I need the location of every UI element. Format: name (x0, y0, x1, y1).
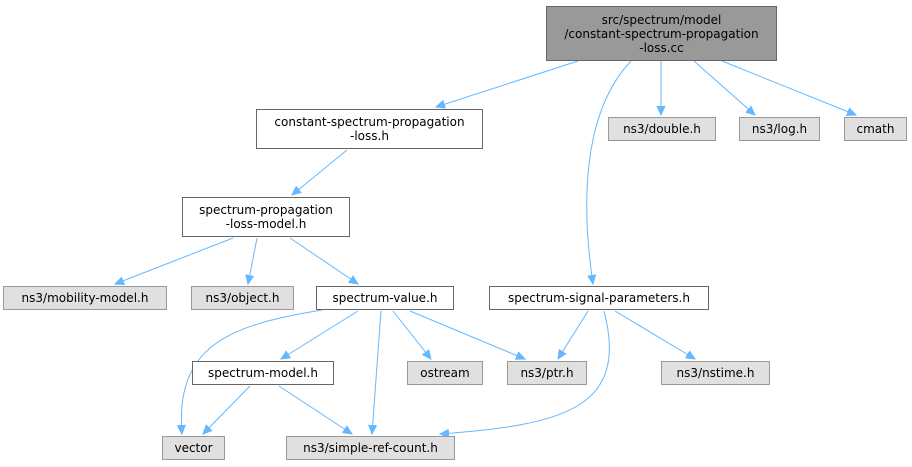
node-ns3-log-h[interactable]: ns3/log.h (739, 117, 820, 141)
edge-root-to-cspl-h (436, 60, 579, 107)
node-ns3-object-h[interactable]: ns3/object.h (191, 286, 294, 310)
edge-sv-h-to-sm-h (281, 310, 359, 359)
edge-sv-h-to-ostream (392, 310, 431, 359)
node-spectrum-signal-parameters-h[interactable]: spectrum-signal-parameters.h (489, 286, 709, 310)
node-vector[interactable]: vector (162, 436, 225, 460)
node-constant-spectrum-propagation-loss-cc[interactable]: src/spectrum/model /constant-spectrum-pr… (546, 6, 777, 61)
edge-root-to-ssp-h (586, 60, 632, 284)
node-ns3-nstime-h[interactable]: ns3/nstime.h (661, 361, 770, 385)
edge-sv-h-to-vector (181, 309, 323, 434)
edge-ssp-h-to-nstime-h (614, 310, 695, 359)
node-spectrum-value-h[interactable]: spectrum-value.h (316, 286, 454, 310)
node-cmath[interactable]: cmath (844, 117, 907, 141)
edge-cspl-h-to-splm-h (292, 149, 348, 195)
edge-sm-h-to-vector (203, 385, 251, 434)
node-ns3-double-h[interactable]: ns3/double.h (608, 117, 716, 141)
edge-root-to-cmath (721, 60, 856, 115)
edge-sv-h-to-ptr-h (409, 310, 525, 359)
node-ostream[interactable]: ostream (407, 361, 483, 385)
node-spectrum-model-h[interactable]: spectrum-model.h (192, 361, 334, 385)
node-ns3-simple-ref-count-h[interactable]: ns3/simple-ref-count.h (286, 436, 455, 460)
edge-ssp-h-to-src-h (440, 310, 610, 434)
edge-splm-h-to-object-h (248, 237, 258, 284)
node-ns3-mobility-model-h[interactable]: ns3/mobility-model.h (3, 286, 167, 310)
node-constant-spectrum-propagation-loss-h[interactable]: constant-spectrum-propagation -loss.h (256, 109, 483, 149)
edge-splm-h-to-mobility-h (115, 237, 234, 284)
edge-root-to-log-h (693, 60, 755, 115)
edge-sv-h-to-src-h (372, 310, 382, 434)
node-ns3-ptr-h[interactable]: ns3/ptr.h (507, 361, 587, 385)
edge-ssp-h-to-ptr-h (558, 310, 589, 359)
edge-splm-h-to-sv-h (289, 237, 358, 284)
edge-sm-h-to-src-h (278, 385, 352, 434)
node-spectrum-propagation-loss-model-h[interactable]: spectrum-propagation -loss-model.h (182, 197, 350, 237)
